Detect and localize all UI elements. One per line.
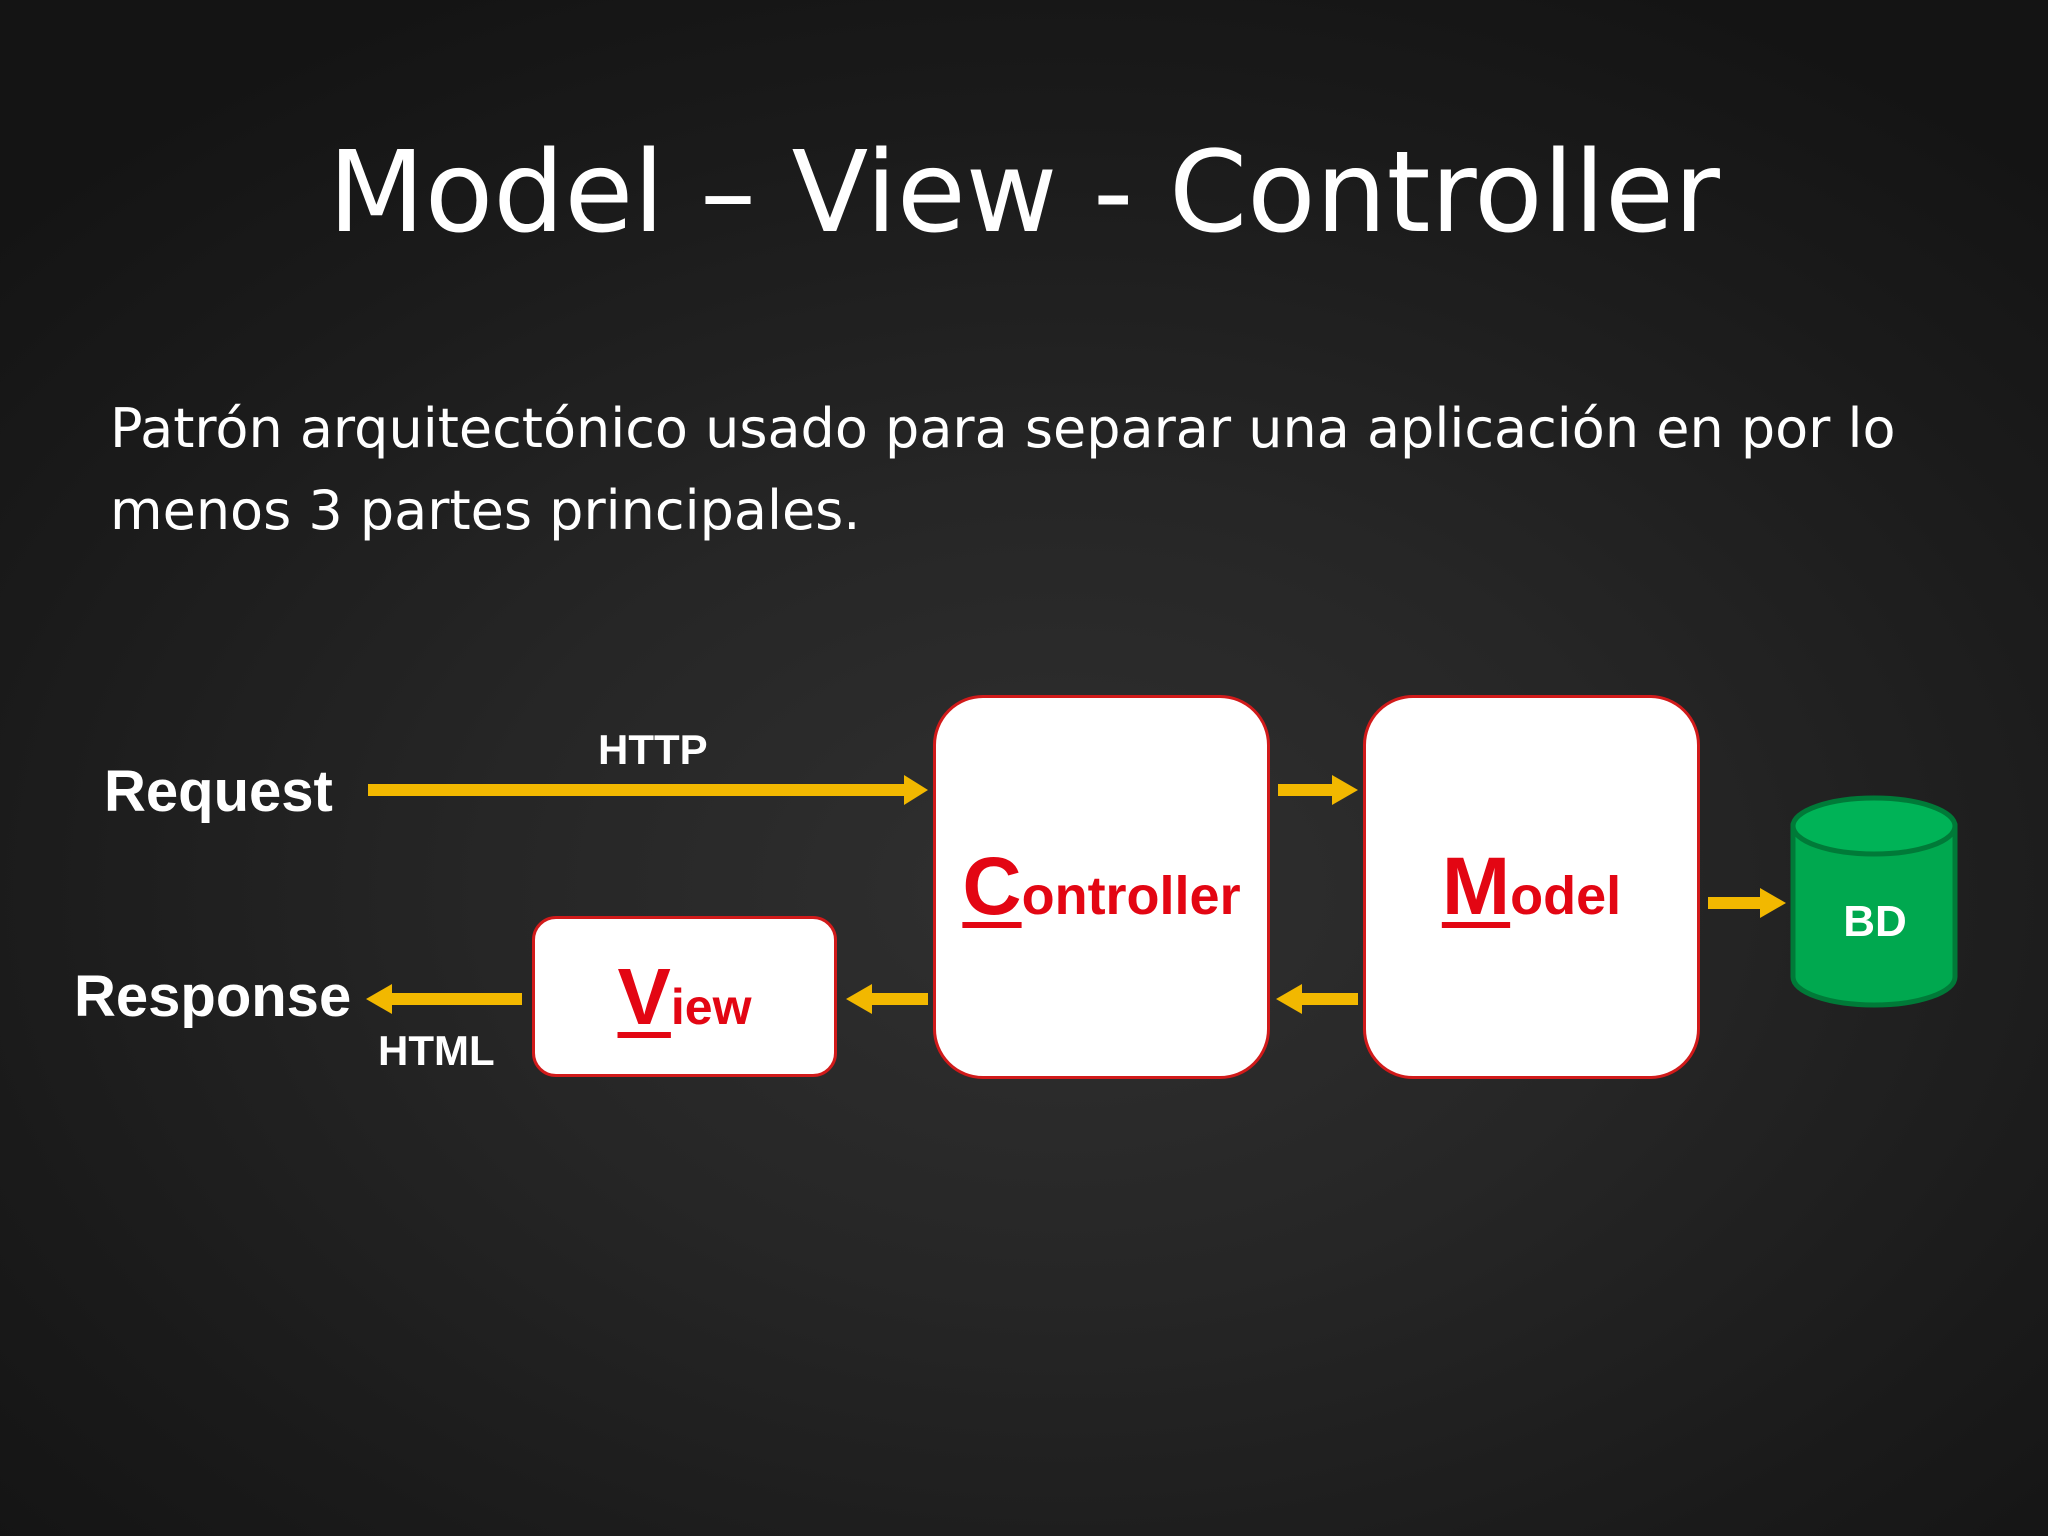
- slide-title: Model – View - Controller: [328, 128, 1720, 258]
- database-label: BD: [1843, 897, 1907, 946]
- model-initial: M: [1441, 841, 1511, 932]
- response-arrow: [366, 984, 522, 1014]
- view-initial: V: [617, 951, 671, 1041]
- request-arrow: [368, 775, 928, 805]
- model-to-controller-arrow: [1276, 984, 1358, 1014]
- controller-label: Controller: [962, 846, 1240, 928]
- request-label: Request: [104, 759, 333, 824]
- model-rest: odel: [1510, 866, 1622, 926]
- model-label: Model: [1442, 846, 1621, 928]
- view-box: View: [532, 916, 837, 1077]
- controller-rest: ontroller: [1021, 866, 1241, 926]
- slide-description: Patrón arquitectónico usado para separar…: [110, 397, 1896, 542]
- controller-box: Controller: [933, 695, 1270, 1079]
- model-box: Model: [1363, 695, 1700, 1079]
- view-label: View: [618, 956, 752, 1037]
- view-rest: iew: [670, 978, 752, 1035]
- html-label: HTML: [378, 1027, 495, 1074]
- database-icon: [1790, 795, 1958, 1008]
- controller-to-model-arrow: [1278, 775, 1358, 805]
- controller-to-view-arrow: [846, 984, 928, 1014]
- response-label: Response: [74, 964, 352, 1029]
- controller-initial: C: [962, 841, 1022, 932]
- http-label: HTTP: [598, 726, 708, 773]
- model-to-database-arrow: [1708, 888, 1786, 918]
